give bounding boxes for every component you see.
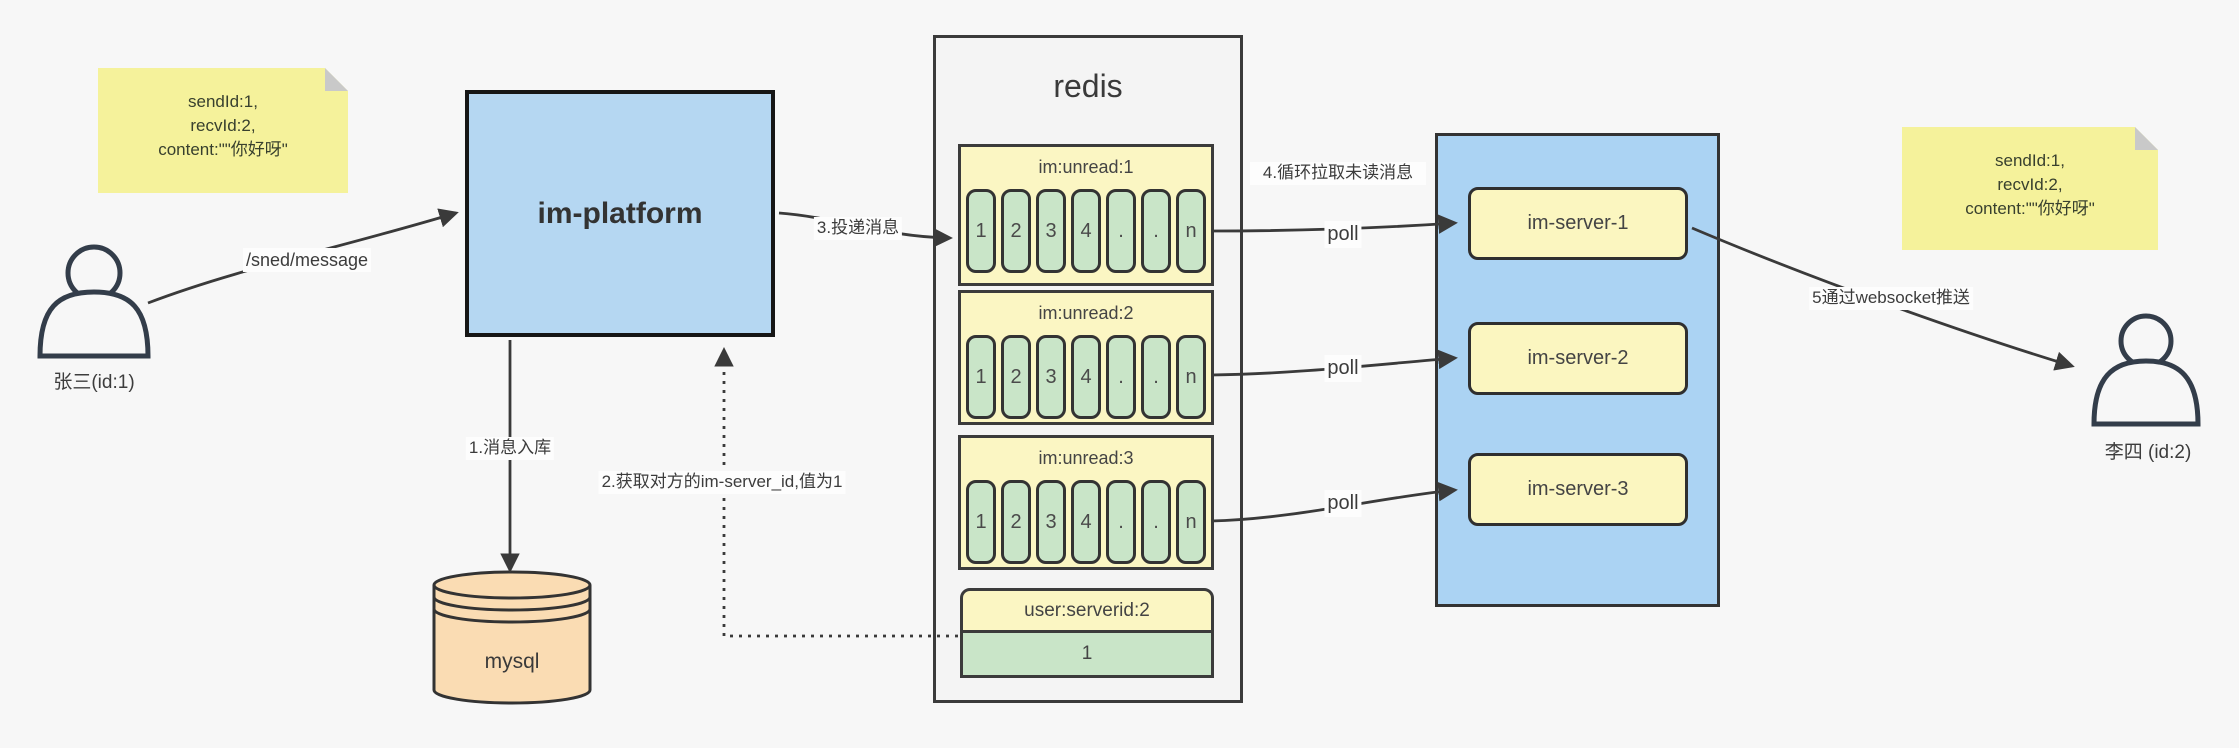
note-fold-icon: [2135, 127, 2158, 150]
sender-actor-label: 张三(id:1): [53, 372, 135, 393]
queue-cell: .: [1141, 335, 1171, 419]
queue-cells: 1 2 3 4 . . n: [961, 335, 1211, 419]
sticky-note-right: sendId:1, recvId:2, content:""你好呀": [1902, 127, 2158, 250]
sender-person-icon: [37, 244, 151, 359]
poll-label-1: poll: [1324, 221, 1362, 248]
mysql-stripe: [432, 596, 592, 612]
queue-cell: 4: [1071, 480, 1101, 564]
im-platform-box: im-platform: [465, 90, 775, 337]
queue-header: im:unread:1: [1038, 157, 1134, 177]
step1-label: 1.消息入库: [465, 437, 555, 460]
mysql-label: mysql: [485, 650, 540, 673]
poll-label-3: poll: [1324, 490, 1362, 517]
queue-cell: .: [1106, 480, 1136, 564]
queue-cell: 1: [966, 480, 996, 564]
send-path-label: /sned/message: [242, 248, 372, 273]
note-line: recvId:2,: [190, 116, 256, 135]
mysql-body: [432, 585, 592, 705]
queue-cell: 3: [1036, 480, 1066, 564]
queue-cell: n: [1176, 335, 1206, 419]
queue-cell: 4: [1071, 189, 1101, 273]
im-server-1-box: im-server-1: [1468, 187, 1688, 260]
note-line: content:""你好呀": [1965, 199, 2095, 218]
queue-cell: .: [1141, 189, 1171, 273]
step2-label: 2.获取对方的im-server_id,值为1: [598, 471, 846, 494]
queue-cell: 2: [1001, 480, 1031, 564]
queue-cell: 4: [1071, 335, 1101, 419]
redis-queue-im-unread-1: im:unread:1 1 2 3 4 . . n: [958, 144, 1214, 286]
queue-cells: 1 2 3 4 . . n: [961, 480, 1211, 564]
mysql-cylinder: mysql: [432, 570, 592, 705]
redis-queue-im-unread-3: im:unread:3 1 2 3 4 . . n: [958, 435, 1214, 570]
poll-label-2: poll: [1324, 355, 1362, 382]
note-line: content:""你好呀": [158, 140, 288, 159]
redis-queue-im-unread-2: im:unread:2 1 2 3 4 . . n: [958, 290, 1214, 425]
im-server-2-box: im-server-2: [1468, 322, 1688, 395]
queue-header: im:unread:3: [1038, 448, 1134, 468]
receiver-person-icon: [2091, 313, 2201, 427]
redis-title: redis: [1053, 68, 1123, 104]
sticky-note-left: sendId:1, recvId:2, content:""你好呀": [98, 68, 348, 193]
queue-cell: .: [1106, 189, 1136, 273]
mysql-top: [432, 570, 592, 600]
mysql-stripe: [432, 608, 592, 624]
im-platform-label: im-platform: [537, 196, 703, 230]
user-serverid-value: 1: [960, 633, 1214, 678]
receiver-actor-label: 李四 (id:2): [2104, 442, 2192, 463]
im-server-cluster-box: im-server-1 im-server-2 im-server-3: [1435, 133, 1720, 607]
step3-label: 3.投递消息: [813, 217, 903, 240]
queue-cell: n: [1176, 480, 1206, 564]
note-fold-icon: [325, 68, 348, 91]
queue-cell: n: [1176, 189, 1206, 273]
note-line: sendId:1,: [1995, 151, 2065, 170]
note-line: sendId:1,: [188, 92, 258, 111]
queue-cell: 1: [966, 189, 996, 273]
im-server-3-box: im-server-3: [1468, 453, 1688, 526]
queue-cell: .: [1141, 480, 1171, 564]
queue-cell: 3: [1036, 335, 1066, 419]
queue-cell: 1: [966, 335, 996, 419]
user-serverid-header: user:serverid:2: [960, 588, 1214, 633]
queue-cells: 1 2 3 4 . . n: [961, 189, 1211, 273]
queue-cell: 2: [1001, 189, 1031, 273]
step5-label: 5通过websocket推送: [1809, 287, 1973, 310]
queue-header: im:unread:2: [1038, 303, 1134, 323]
queue-cell: 2: [1001, 335, 1031, 419]
queue-cell: 3: [1036, 189, 1066, 273]
queue-cell: .: [1106, 335, 1136, 419]
step4-label: 4.循环拉取未读消息: [1250, 162, 1426, 185]
note-line: recvId:2,: [1997, 175, 2063, 194]
